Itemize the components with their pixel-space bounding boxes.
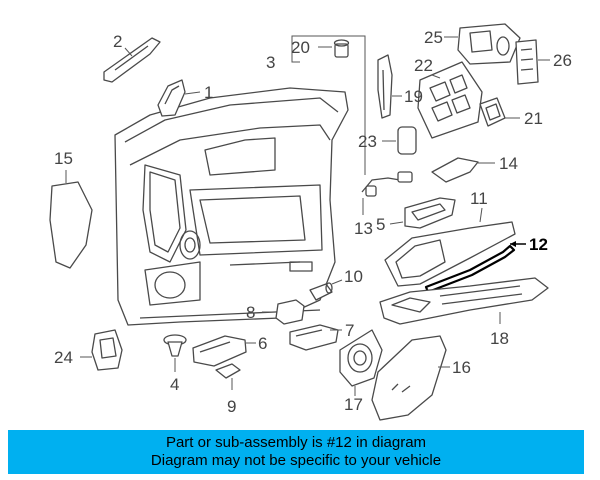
part-13-connector[interactable]: [361, 171, 413, 215]
callout-16: 16: [452, 358, 471, 377]
part-23-cover[interactable]: [382, 126, 417, 155]
part-3-door-trim-panel[interactable]: [114, 35, 366, 326]
part-10-bulb[interactable]: [309, 279, 343, 301]
callout-9: 9: [227, 397, 236, 416]
part-1-pull-handle[interactable]: [157, 79, 201, 117]
banner-line-2: Diagram may not be specific to your vehi…: [150, 452, 442, 469]
part-8-lamp[interactable]: [262, 299, 305, 325]
callout-24: 24: [54, 348, 73, 367]
part-19-trim-strip[interactable]: [377, 54, 402, 119]
part-16-water-shield[interactable]: [371, 335, 450, 421]
callout-15: 15: [54, 149, 73, 168]
callout-18: 18: [490, 329, 509, 348]
part-17-speaker-bracket[interactable]: [339, 329, 383, 396]
part-7-lamp[interactable]: [289, 324, 342, 351]
part-2-mirror-cover[interactable]: [103, 37, 161, 83]
part-11-armrest-bezel[interactable]: [384, 207, 516, 287]
callout-4: 4: [170, 375, 179, 394]
callout-3: 3: [266, 53, 275, 72]
part-5-inner-handle[interactable]: [389, 197, 456, 229]
callout-23: 23: [358, 132, 377, 151]
part-12-seal-strip[interactable]: [424, 241, 526, 294]
part-25-seat-switch[interactable]: [444, 23, 521, 65]
callout-20: 20: [291, 38, 310, 57]
part-22-window-switch-panel[interactable]: [417, 61, 483, 139]
callout-25: 25: [424, 28, 443, 47]
part-14-bracket[interactable]: [431, 157, 495, 183]
part-20-clip[interactable]: [318, 39, 350, 58]
callout-17: 17: [344, 395, 363, 414]
callout-22: 22: [414, 56, 433, 75]
part-4-clip[interactable]: [163, 334, 187, 372]
part-6-light[interactable]: [192, 335, 256, 367]
part-9-bulb[interactable]: [215, 363, 241, 390]
callout-1: 1: [204, 83, 213, 102]
banner-line-1: Part or sub-assembly is #12 in diagram: [165, 434, 427, 451]
callout-11: 11: [470, 189, 488, 208]
callout-13: 13: [354, 219, 373, 238]
callout-21: 21: [524, 109, 543, 128]
callout-12: 12: [529, 235, 548, 254]
callout-26: 26: [553, 51, 572, 70]
info-banner: Part or sub-assembly is #12 in diagram D…: [8, 430, 584, 474]
callout-7: 7: [345, 321, 354, 340]
callout-2: 2: [113, 32, 122, 51]
part-26-switch[interactable]: [515, 39, 550, 85]
part-15-trim[interactable]: [49, 170, 93, 269]
part-24-actuator[interactable]: [80, 329, 123, 371]
callout-10: 10: [344, 267, 363, 286]
callout-19: 19: [404, 87, 423, 106]
callout-5: 5: [376, 215, 385, 234]
callout-6: 6: [258, 334, 267, 353]
callout-8: 8: [246, 303, 255, 322]
callout-14: 14: [499, 154, 518, 173]
part-18-armrest-base[interactable]: [379, 277, 549, 325]
part-21-switch[interactable]: [479, 97, 520, 127]
